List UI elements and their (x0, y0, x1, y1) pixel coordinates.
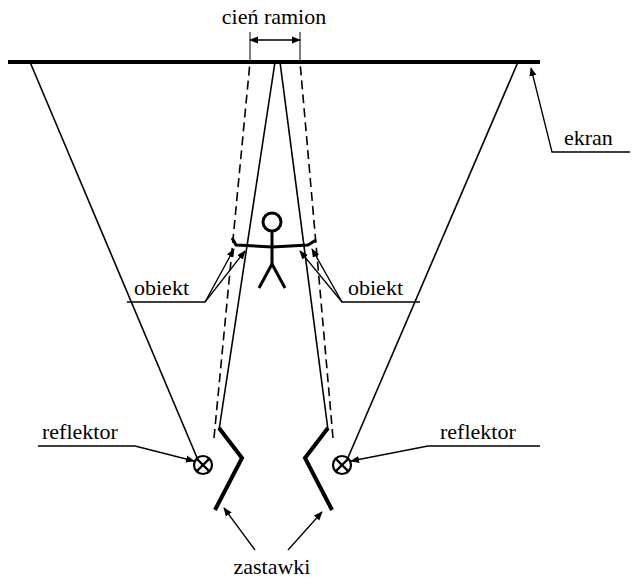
part-label: obiekt (132, 277, 191, 299)
part-label: reflektor (438, 421, 518, 443)
shutter (305, 428, 332, 510)
shadow-ray (214, 62, 250, 438)
part-label: obiekt (346, 277, 405, 299)
part-label: zastawki (232, 556, 313, 578)
stick-figure (232, 213, 316, 288)
shutter (215, 428, 242, 510)
light-ray (347, 62, 518, 460)
part-label: reflektor (40, 421, 120, 443)
dimension-tick (300, 32, 301, 62)
part-label: ekran (562, 127, 615, 149)
dimension-arrow (250, 39, 300, 41)
leader-line (38, 68, 630, 550)
reflector-symbol (333, 456, 351, 474)
reflector-symbol (194, 456, 212, 474)
light-ray (30, 62, 198, 460)
dimension-label: cień ramion (220, 6, 328, 28)
shadow-ray (300, 62, 333, 438)
dimension-tick (250, 32, 251, 62)
